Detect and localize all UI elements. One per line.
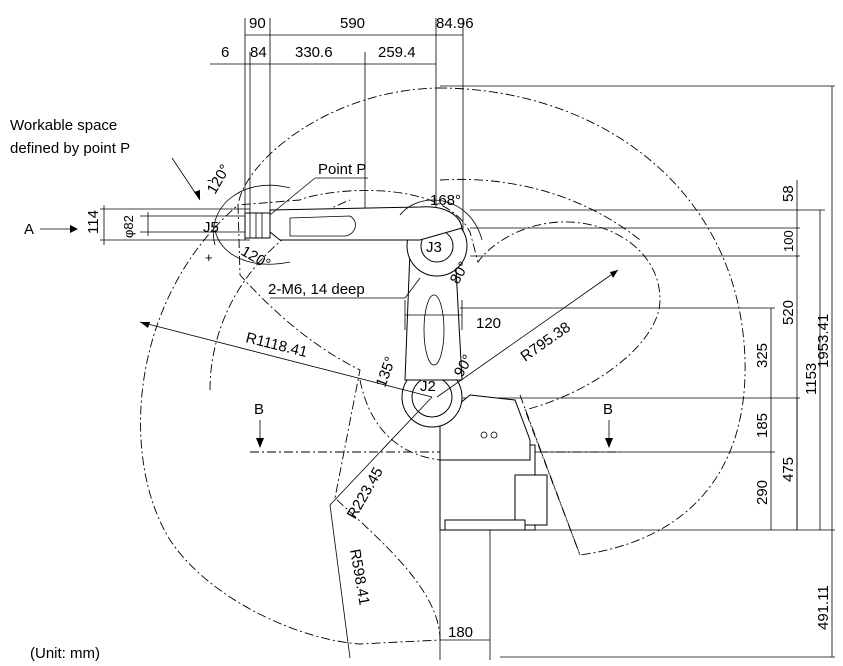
dim-1153: 1153 (803, 363, 820, 395)
minus-j5: - (207, 172, 211, 187)
dim-58: 58 (780, 185, 797, 202)
dim-100: 100 (781, 230, 796, 252)
dim-290: 290 (754, 480, 771, 505)
dim-185: 185 (754, 413, 771, 438)
dim-491-11: 491.11 (815, 585, 832, 630)
dim-r598: R598.41 (346, 548, 373, 607)
inner-arc-4 (359, 379, 441, 461)
dim-330-6: 330.6 (295, 44, 333, 61)
view-a-arrow (70, 225, 78, 233)
j2-label: J2 (420, 378, 436, 395)
dim-phi82: φ82 (121, 215, 136, 238)
dim-84: 84 (250, 44, 267, 61)
workable-space-region (140, 87, 746, 645)
dim-520: 520 (780, 300, 797, 325)
dim-r1118: R1118.41 (244, 329, 309, 361)
dim-475: 475 (780, 457, 797, 482)
dim-r795: R795.38 (518, 319, 574, 365)
right-dimensions (440, 85, 835, 658)
dim-90: 90 (249, 15, 266, 32)
dim-114: 114 (85, 210, 102, 234)
dim-84-96: 84.96 (436, 15, 474, 32)
point-p-label: Point P (318, 161, 366, 178)
angle-120-bottom: 120° (238, 243, 273, 273)
dim-180: 180 (448, 624, 473, 641)
m6-label: 2-M6, 14 deep (268, 281, 365, 298)
view-a-label: A (24, 221, 34, 238)
dim-259-4: 259.4 (378, 44, 416, 61)
r1118-line (139, 321, 433, 398)
r223-line (329, 396, 433, 506)
inner-arc-2 (439, 178, 641, 241)
angle-135: 135° (373, 354, 400, 389)
dim-6: 6 (221, 44, 229, 61)
dim-325: 325 (754, 343, 771, 368)
r795-line (436, 269, 619, 398)
r598-line (329, 504, 351, 659)
workable-line-1: Workable space (10, 117, 117, 134)
j3-label: J3 (426, 239, 442, 256)
dim-r223: R223.45 (344, 464, 387, 522)
j5-label: J5 (203, 219, 219, 236)
workable-line-2: defined by point P (10, 140, 130, 157)
plus-j5: + (205, 250, 213, 265)
angle-168: 168° (430, 192, 461, 209)
dim-590: 590 (340, 15, 365, 32)
dim-1953-41: 1953.41 (815, 314, 832, 368)
dim-120: 120 (476, 315, 501, 332)
robot-base (439, 394, 548, 531)
upper-arm (269, 206, 463, 241)
view-b-right: B (603, 401, 613, 418)
inner-arc-3 (519, 394, 581, 556)
view-b-left: B (254, 401, 264, 418)
wrist (244, 212, 271, 239)
top-dimensions (210, 18, 464, 240)
unit-label: (Unit: mm) (30, 645, 100, 662)
